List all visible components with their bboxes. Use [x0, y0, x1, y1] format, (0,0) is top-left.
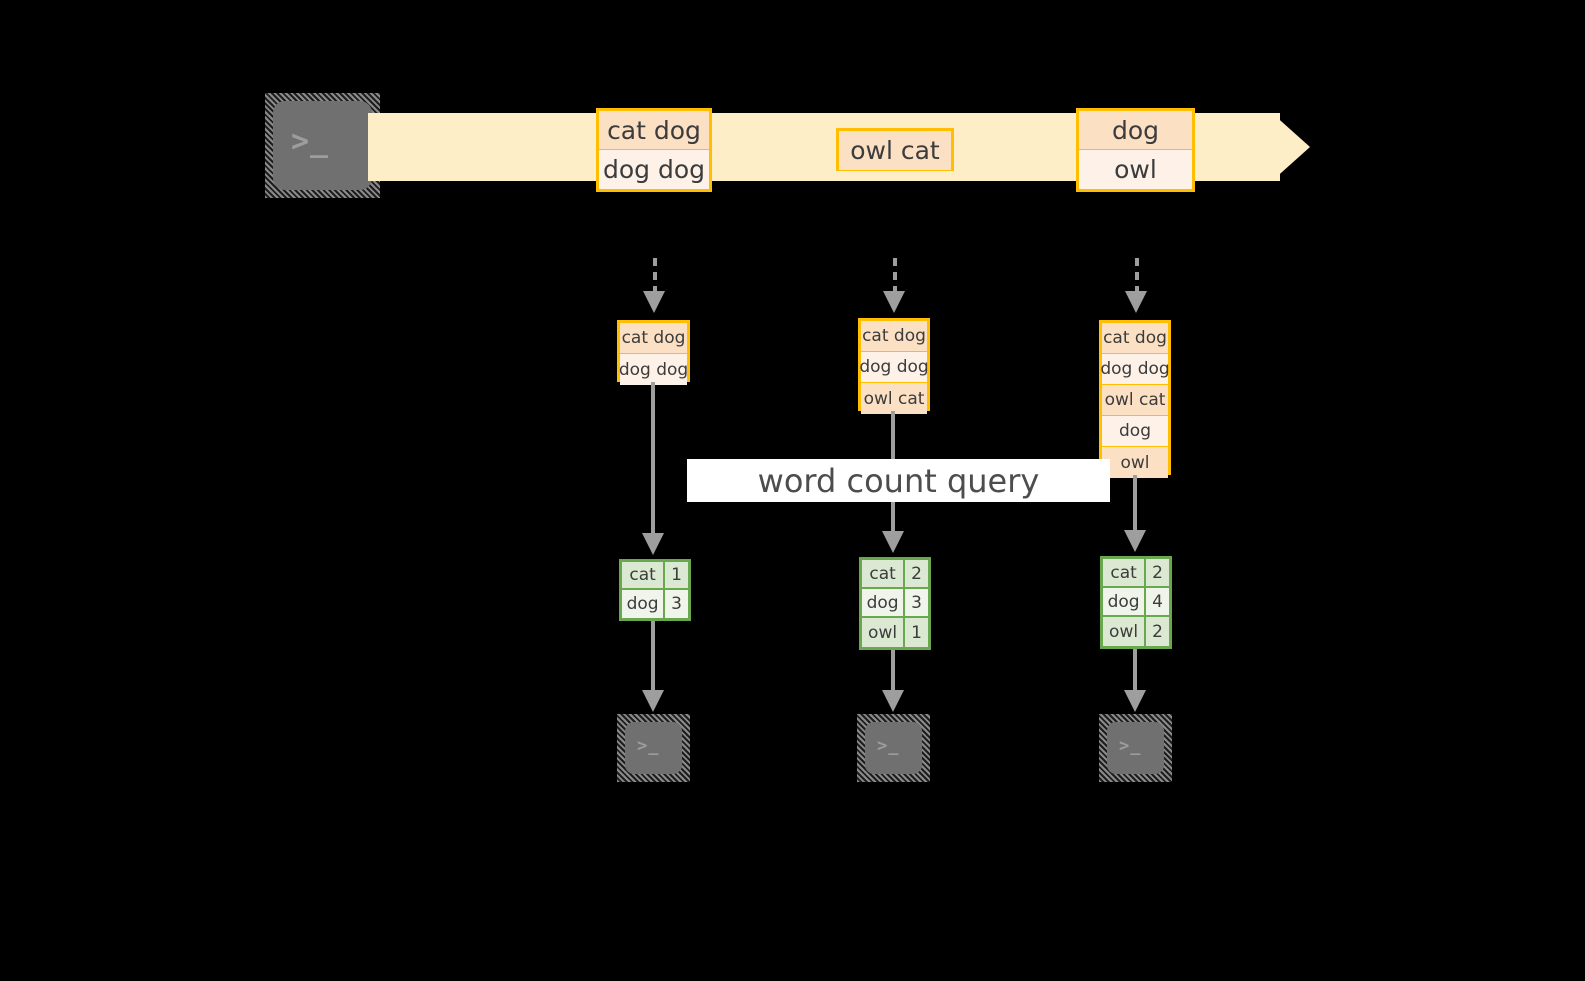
snapshot-1-query-line — [651, 382, 655, 535]
snapshot-1-result-table[interactable]: cat 1 dog 3 — [619, 559, 691, 621]
snapshot-1-tap-arrowhead — [643, 291, 665, 313]
snapshot-1-output-arrowhead — [642, 690, 664, 712]
table-cell-word: cat — [862, 560, 906, 588]
table-cell-word: dog — [1103, 588, 1147, 616]
stream-line: owl cat — [861, 383, 927, 414]
snapshot-3-query-arrowhead — [1124, 530, 1146, 552]
table-cell-count: 4 — [1146, 588, 1169, 616]
table-row: owl 2 — [1103, 617, 1169, 646]
table-cell-word: cat — [1103, 559, 1147, 587]
producer-terminal-icon: >_ — [265, 93, 380, 198]
snapshot-2-tap-line — [893, 258, 897, 294]
stream-line: dog dog — [859, 352, 929, 383]
terminal-prompt-glyph: >_ — [637, 736, 660, 756]
table-row: dog 3 — [862, 589, 928, 619]
terminal-screen: >_ — [1107, 722, 1164, 774]
table-cell-count: 1 — [905, 618, 928, 647]
snapshot-3-tap-line — [1135, 258, 1139, 294]
snapshot-1-consumer-terminal-icon: >_ — [617, 714, 690, 782]
table-cell-word: dog — [622, 590, 666, 618]
table-cell-count: 1 — [665, 562, 688, 589]
table-cell-word: dog — [862, 589, 906, 617]
stream-line: cat dog — [1102, 323, 1168, 354]
snapshot-1-output-line — [651, 621, 655, 693]
event-line: owl cat — [839, 131, 951, 170]
terminal-prompt-glyph: >_ — [291, 124, 330, 159]
snapshot-2-stream[interactable]: cat dog dog dog owl cat — [858, 318, 930, 414]
stream-line: dog dog — [1100, 354, 1170, 385]
snapshot-3-stream[interactable]: cat dog dog dog owl cat dog owl — [1099, 320, 1171, 478]
table-cell-word: owl — [1103, 617, 1147, 646]
snapshot-1-stream[interactable]: cat dog dog dog — [617, 320, 690, 385]
table-cell-count: 2 — [1146, 617, 1169, 646]
snapshot-1-query-arrowhead — [642, 533, 664, 555]
stream-line: owl — [1102, 447, 1168, 478]
event-line: cat dog — [599, 111, 709, 150]
event-line: dog — [1079, 111, 1192, 150]
snapshot-2-consumer-terminal-icon: >_ — [857, 714, 930, 782]
snapshot-3-query-line — [1133, 475, 1137, 533]
timeline-event-1[interactable]: cat dog dog dog — [596, 108, 712, 192]
snapshot-2-query-arrowhead — [882, 531, 904, 553]
snapshot-3-tap-arrowhead — [1125, 291, 1147, 313]
snapshot-2-output-arrowhead — [882, 690, 904, 712]
terminal-prompt-glyph: >_ — [1119, 736, 1142, 756]
snapshot-3-output-line — [1133, 649, 1137, 693]
timeline-event-3[interactable]: dog owl — [1076, 108, 1195, 192]
event-stream-arrowhead — [1272, 113, 1310, 181]
table-cell-word: cat — [622, 562, 666, 589]
event-line: owl — [1079, 150, 1192, 189]
snapshot-2-output-line — [891, 650, 895, 693]
terminal-screen: >_ — [273, 101, 372, 190]
table-cell-count: 3 — [905, 589, 928, 617]
table-row: cat 1 — [622, 562, 688, 591]
snapshot-3-result-table[interactable]: cat 2 dog 4 owl 2 — [1100, 556, 1172, 649]
terminal-screen: >_ — [865, 722, 922, 774]
table-cell-count: 2 — [905, 560, 928, 588]
stream-line: dog — [1102, 416, 1168, 447]
event-line: dog dog — [599, 150, 709, 189]
query-label: word count query — [687, 459, 1110, 502]
timeline-event-2[interactable]: owl cat — [836, 128, 954, 171]
snapshot-2-result-table[interactable]: cat 2 dog 3 owl 1 — [859, 557, 931, 650]
stream-line: cat dog — [620, 323, 687, 354]
table-row: cat 2 — [1103, 559, 1169, 589]
query-label-text: word count query — [757, 461, 1040, 500]
stream-line: dog dog — [619, 354, 688, 385]
terminal-screen: >_ — [625, 722, 682, 774]
stream-line: cat dog — [861, 321, 927, 352]
table-row: dog 4 — [1103, 588, 1169, 618]
table-cell-word: owl — [862, 618, 906, 647]
table-row: dog 3 — [622, 590, 688, 618]
terminal-prompt-glyph: >_ — [877, 736, 900, 756]
table-cell-count: 3 — [665, 590, 688, 618]
snapshot-2-tap-arrowhead — [883, 291, 905, 313]
snapshot-1-tap-line — [653, 258, 657, 294]
table-cell-count: 2 — [1146, 559, 1169, 587]
table-row: cat 2 — [862, 560, 928, 590]
stream-line: owl cat — [1102, 385, 1168, 416]
snapshot-3-consumer-terminal-icon: >_ — [1099, 714, 1172, 782]
table-row: owl 1 — [862, 618, 928, 647]
snapshot-3-output-arrowhead — [1124, 690, 1146, 712]
